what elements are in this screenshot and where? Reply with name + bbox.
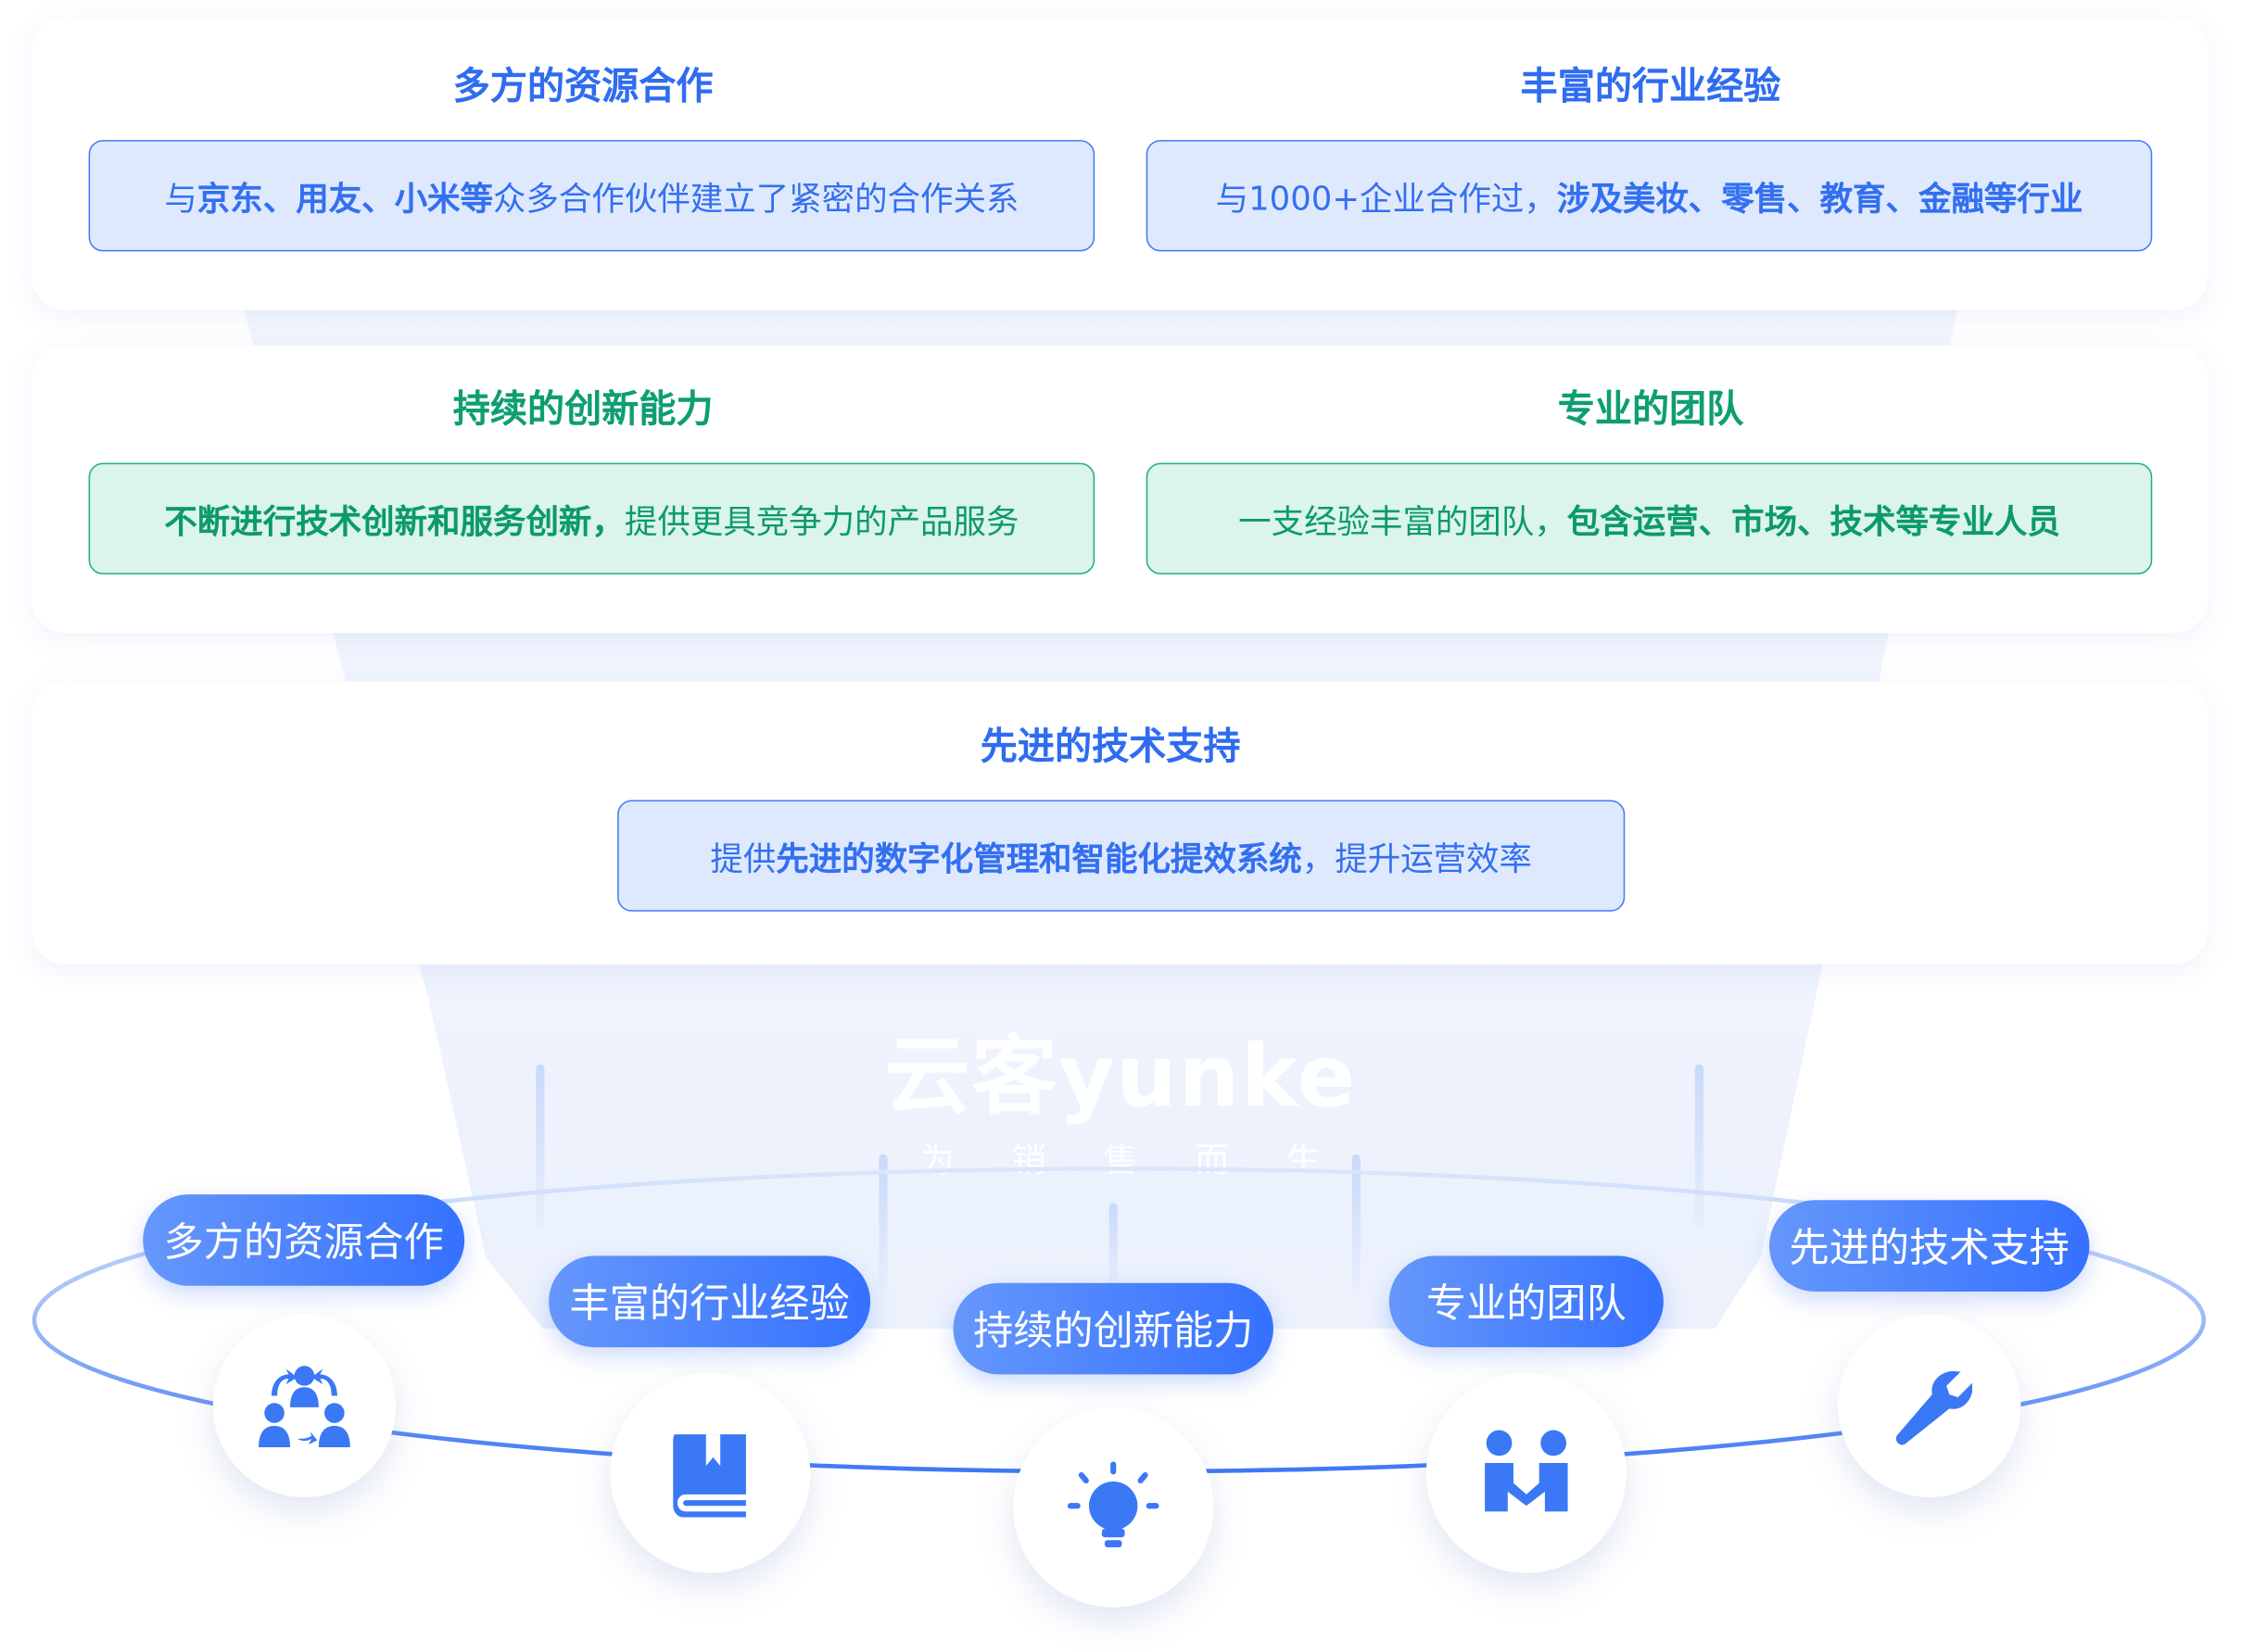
card-title: 持续的创新能力 <box>452 388 714 432</box>
circle-wrench <box>1838 1314 2021 1498</box>
card-title: 丰富的行业经验 <box>1520 65 1781 109</box>
people-icon <box>1485 1430 1568 1512</box>
card-title: 多方的资源合作 <box>452 65 714 109</box>
highlight-text: 京东、用友、小米等 <box>196 181 493 219</box>
body-text: 提供 <box>710 841 777 879</box>
pill-industry-experience: 丰富的行业经验 <box>549 1255 871 1348</box>
team-exchange-icon <box>259 1366 350 1448</box>
logo-slogan: 为销售而生 <box>920 1140 1378 1180</box>
card-text: 与1000+企业合作过，涉及美妆、零售、教育、金融等行业 <box>1146 140 2153 252</box>
card-text: 不断进行技术创新和服务创新，提供更具竞争力的产品服务 <box>88 462 1095 574</box>
pill-tech-support: 先进的技术支持 <box>1768 1200 2090 1292</box>
connector-line <box>1351 1154 1361 1291</box>
card-text: 一支经验丰富的团队，包含运营、市场、技术等专业人员 <box>1146 462 2153 574</box>
wrench-icon <box>1895 1370 1972 1445</box>
circle-team-exchange <box>212 1314 397 1498</box>
card-text: 与京东、用友、小米等众多合作伙伴建立了紧密的合作关系 <box>88 140 1095 252</box>
highlight-text: 涉及美妆、零售、教育、金融等行业 <box>1556 181 2083 219</box>
connector-line <box>536 1064 545 1230</box>
card-text: 提供先进的数字化管理和智能化提效系统，提升运营效率 <box>617 800 1626 912</box>
circle-people <box>1425 1372 1627 1573</box>
card-title: 专业的团队 <box>1557 388 1744 432</box>
highlight-text: 包含运营、市场、技术等专业人员 <box>1566 504 2060 542</box>
connector-line <box>879 1154 888 1291</box>
logo-brand: 云客yunke <box>884 1027 1357 1128</box>
book-icon <box>673 1434 746 1518</box>
highlight-text: 先进的数字化管理和智能化提效系统 <box>776 841 1302 879</box>
card-row-3: 先进的技术支持 提供先进的数字化管理和智能化提效系统，提升运营效率 <box>31 681 2209 965</box>
body-text: ，提升运营效率 <box>1301 841 1533 879</box>
pill-resource-cooperation: 多方的资源合作 <box>143 1194 465 1286</box>
lightbulb-icon <box>1067 1461 1159 1547</box>
body-text: 与 <box>164 181 197 219</box>
body-text: 众多合作伙伴建立了紧密的合作关系 <box>492 181 1019 219</box>
circle-lightbulb <box>1013 1406 1214 1608</box>
pill-innovation: 持续的创新能力 <box>953 1282 1273 1375</box>
card-title: 先进的技术支持 <box>980 725 1241 769</box>
connector-line <box>1108 1203 1118 1289</box>
card-row-2: 持续的创新能力 不断进行技术创新和服务创新，提供更具竞争力的产品服务 专业的团队… <box>31 346 2209 634</box>
body-text: 与1000+企业合作过， <box>1215 181 1557 219</box>
body-text: 提供更具竞争力的产品服务 <box>624 504 1019 542</box>
yunke-logo: 云客yunke 为销售而生 <box>863 1007 1377 1181</box>
connector-line <box>1694 1064 1704 1230</box>
card-row-1: 多方的资源合作 与京东、用友、小米等众多合作伙伴建立了紧密的合作关系 丰富的行业… <box>31 17 2209 310</box>
highlight-text: 不断进行技术创新和服务创新， <box>164 504 625 542</box>
circle-book <box>610 1372 811 1573</box>
body-text: 一支经验丰富的团队， <box>1238 504 1567 542</box>
pill-professional-team: 专业的团队 <box>1388 1255 1664 1348</box>
